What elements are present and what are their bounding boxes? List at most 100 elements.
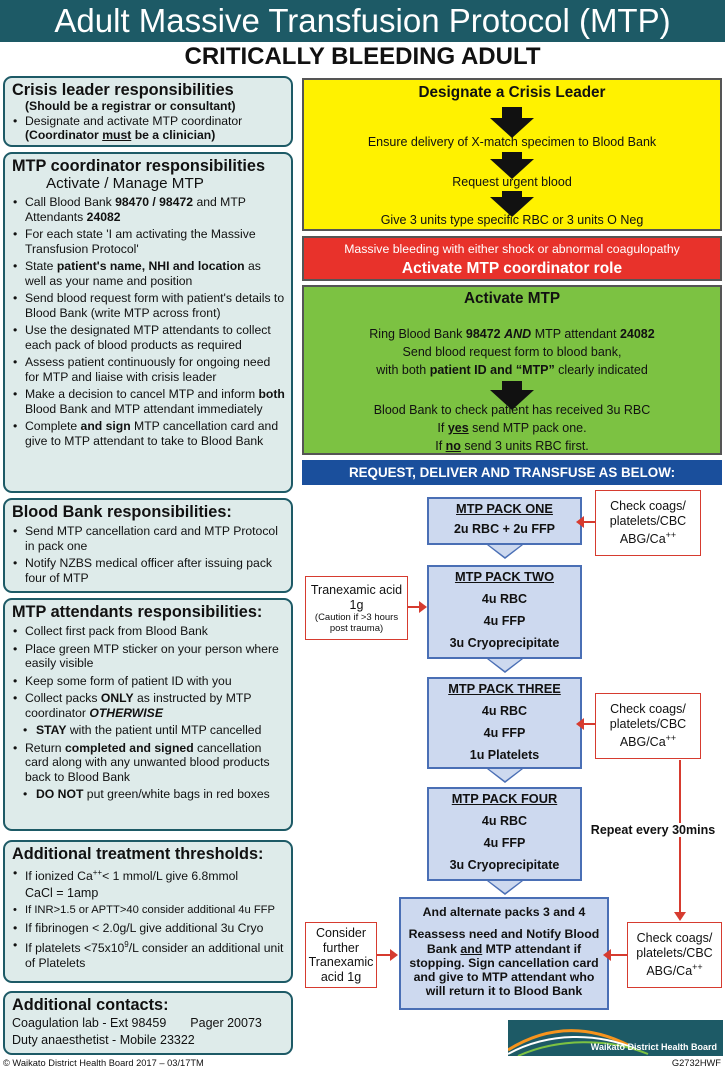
down-arrow-icon xyxy=(490,118,534,138)
red-line-1: Massive bleeding with either shock or ab… xyxy=(344,242,680,256)
attendants-item-7: DO NOT put green/white bags in red boxes xyxy=(12,787,285,802)
thresholds-item-1b: CaCl = 1amp xyxy=(25,885,99,900)
coordinator-heading: MTP coordinator responsibilities xyxy=(12,157,266,175)
left-arrow-icon xyxy=(576,718,584,730)
down-arrow-icon xyxy=(674,912,686,921)
thresholds-item-3: If fibrinogen < 2.0g/L give additional 3… xyxy=(12,921,285,936)
crisis-item-2: (Coordinator must be a clinician) xyxy=(25,128,216,142)
blood-bank-box: Blood Bank responsibilities: Send MTP ca… xyxy=(3,498,293,593)
down-arrow-icon xyxy=(489,881,521,893)
mtp-pack-four: MTP PACK FOUR 4u RBC 4u FFP 3u Cryopreci… xyxy=(427,787,582,881)
pack-four-line-3: 3u Cryoprecipitate xyxy=(449,858,560,872)
crisis-leader-sub: (Should be a registrar or consultant) xyxy=(25,99,236,113)
mtp-pack-one: MTP PACK ONE 2u RBC + 2u FFP xyxy=(427,497,582,545)
green-title: Activate MTP xyxy=(463,290,561,307)
right-arrow-icon xyxy=(419,601,427,613)
attendants-item-5: STAY with the patient until MTP cancelle… xyxy=(12,723,285,738)
pack-one-title: MTP PACK ONE xyxy=(456,501,553,516)
pack-four-title: MTP PACK FOUR xyxy=(451,791,558,806)
pack-one-line-1: 2u RBC + 2u FFP xyxy=(453,522,556,536)
footer-copyright: © Waikato District Health Board 2017 – 0… xyxy=(3,1058,204,1068)
right-arrow-icon xyxy=(390,949,398,961)
pack-two-line-3: 3u Cryoprecipitate xyxy=(449,636,560,650)
swoosh-icon xyxy=(508,1029,649,1056)
down-arrow-icon xyxy=(502,381,522,391)
coordinator-item-5: Use the designated MTP attendants to col… xyxy=(12,323,285,352)
green-line-4: Blood Bank to check patient has received… xyxy=(373,403,651,417)
green-line-3: with both patient ID and “MTP” clearly i… xyxy=(376,363,648,377)
tranexamic-box-2: Consider further Tranexamic acid 1g xyxy=(305,922,377,988)
left-arrow-icon xyxy=(603,949,611,961)
green-line-2: Send blood request form to blood bank, xyxy=(402,345,622,359)
down-arrow-icon xyxy=(489,659,521,671)
page-title: Adult Massive Transfusion Protocol (MTP) xyxy=(0,0,725,42)
coordinator-item-6: Assess patient continuously for ongoing … xyxy=(12,355,285,384)
coordinator-item-7: Make a decision to cancel MTP and inform… xyxy=(12,387,285,416)
attendants-item-3: Keep some form of patient ID with you xyxy=(12,674,285,689)
thresholds-box: Additional treatment thresholds: If ioni… xyxy=(3,840,293,983)
thresholds-heading: Additional treatment thresholds: xyxy=(12,845,264,863)
pack-two-line-1: 4u RBC xyxy=(481,592,528,606)
crisis-item-1: Designate and activate MTP coordinator xyxy=(12,114,285,129)
blood-bank-item-1: Send MTP cancellation card and MTP Proto… xyxy=(12,524,285,553)
down-arrow-icon xyxy=(490,197,534,217)
blood-bank-heading: Blood Bank responsibilities: xyxy=(12,503,232,521)
coordinator-box: MTP coordinator responsibilities Activat… xyxy=(3,152,293,493)
alternate-packs-box: And alternate packs 3 and 4 Reassess nee… xyxy=(399,897,609,1010)
left-arrow-icon xyxy=(576,516,584,528)
pack-three-line-3: 1u Platelets xyxy=(469,748,540,762)
attendants-item-1: Collect first pack from Blood Bank xyxy=(12,624,285,639)
connector-line xyxy=(582,521,595,523)
down-arrow-icon xyxy=(489,545,521,557)
yellow-step-1: Ensure delivery of X-match specimen to B… xyxy=(367,135,657,149)
down-arrow-icon xyxy=(489,769,521,781)
logo-text: Waikato District Health Board xyxy=(590,1042,717,1052)
contacts-heading: Additional contacts: xyxy=(12,996,169,1014)
attendants-item-2: Place green MTP sticker on your person w… xyxy=(12,642,285,671)
mtp-pack-two: MTP PACK TWO 4u RBC 4u FFP 3u Cryoprecip… xyxy=(427,565,582,659)
crisis-leader-heading: Crisis leader responsibilities xyxy=(12,81,234,99)
coordinator-item-3: State patient's name, NHI and location a… xyxy=(12,259,285,288)
green-line-5: If yes send MTP pack one. xyxy=(437,421,587,435)
thresholds-item-2: If INR>1.5 or APTT>40 consider additiona… xyxy=(12,903,285,918)
contacts-box: Additional contacts: Coagulation lab - E… xyxy=(3,991,293,1055)
thresholds-item-4: If platelets <75x109/L consider an addit… xyxy=(12,938,285,970)
final-line-2: Reassess need and Notify Blood Bank and … xyxy=(408,927,600,999)
mtp-pack-three: MTP PACK THREE 4u RBC 4u FFP 1u Platelet… xyxy=(427,677,582,769)
pack-four-line-1: 4u RBC xyxy=(481,814,528,828)
page-subtitle: CRITICALLY BLEEDING ADULT xyxy=(184,43,541,70)
final-line-1: And alternate packs 3 and 4 xyxy=(422,905,586,919)
attendants-item-6: Return completed and signed cancellation… xyxy=(12,741,285,785)
coordinator-item-2: For each state 'I am activating the Mass… xyxy=(12,227,285,256)
crisis-leader-box: Crisis leader responsibilities (Should b… xyxy=(3,76,293,147)
down-arrow-icon xyxy=(502,152,522,160)
pack-two-line-2: 4u FFP xyxy=(483,614,526,628)
connector-line xyxy=(377,954,391,956)
pack-three-title: MTP PACK THREE xyxy=(448,681,561,696)
thresholds-item-1: If ionized Ca++< 1 mmol/L give 6.8mmol xyxy=(12,866,285,884)
repeat-label: Repeat every 30mins xyxy=(587,823,719,837)
attendants-item-4: Collect packs ONLY as instructed by MTP … xyxy=(12,691,285,720)
green-line-1: Ring Blood Bank 98472 AND MTP attendant … xyxy=(369,327,655,341)
coordinator-item-1: Call Blood Bank 98470 / 98472 and MTP At… xyxy=(12,195,285,224)
connector-line xyxy=(582,723,595,725)
pack-three-line-2: 4u FFP xyxy=(483,726,526,740)
coordinator-item-8: Complete and sign MTP cancellation card … xyxy=(12,419,285,448)
down-arrow-icon xyxy=(490,390,534,410)
yellow-step-2: Request urgent blood xyxy=(452,175,572,189)
pack-two-title: MTP PACK TWO xyxy=(454,569,555,584)
attendants-heading: MTP attendants responsibilities: xyxy=(12,603,263,621)
down-arrow-icon xyxy=(502,107,522,119)
pack-four-line-2: 4u FFP xyxy=(483,836,526,850)
coordinator-sub: Activate / Manage MTP xyxy=(46,175,204,192)
red-line-2: Activate MTP coordinator role xyxy=(401,260,623,277)
pack-three-line-1: 4u RBC xyxy=(481,704,528,718)
blood-bank-item-2: Notify NZBS medical officer after issuin… xyxy=(12,556,285,585)
contacts-line-2: Duty anaesthetist - Mobile 23322 xyxy=(12,1032,195,1047)
down-arrow-icon xyxy=(490,159,534,179)
connector-line xyxy=(408,606,420,608)
